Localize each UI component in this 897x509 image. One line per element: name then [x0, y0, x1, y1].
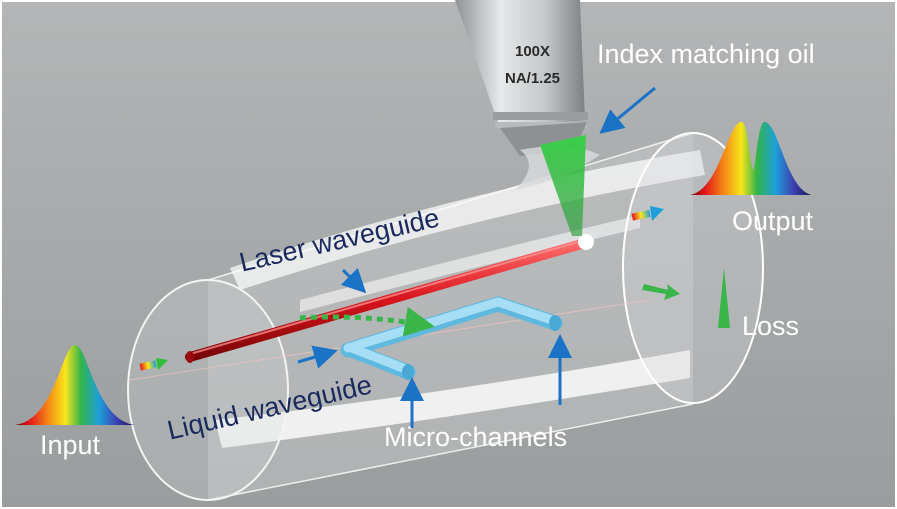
- objective-ring-2: [495, 122, 587, 128]
- green-light-path: [299, 306, 435, 337]
- output-light-arrow: [631, 206, 664, 221]
- label-index-matching-oil: Index matching oil: [597, 39, 815, 69]
- cylinder-bottom-edge: [207, 403, 694, 501]
- label-output: Output: [732, 206, 814, 236]
- objective-numerical-aperture: NA/1.25: [505, 70, 561, 87]
- loss-light-arrow: [642, 284, 680, 300]
- objective-magnification: 100X: [515, 43, 551, 60]
- cylinder-top-highlight: [230, 150, 705, 290]
- input-light-arrow: [139, 358, 168, 371]
- green-light-cone: [540, 135, 586, 236]
- cylinder-output-face: [622, 132, 764, 404]
- cylinder-top-edge: [207, 132, 694, 281]
- focal-spot: [578, 234, 594, 250]
- cylinder-input-face: [127, 279, 289, 501]
- loss-spike: [718, 268, 730, 328]
- objective-ring-1: [493, 112, 588, 120]
- label-micro-channels: Micro-channels: [384, 422, 568, 452]
- output-spectrum: [690, 121, 812, 195]
- arrow-liquid: [297, 345, 338, 369]
- arrow-oil: [599, 86, 656, 134]
- microscope-objective: [455, 0, 600, 236]
- rod-end-cap: [186, 351, 194, 363]
- micro-channels-structure: [340, 296, 563, 380]
- cylinder-bottom-highlight: [215, 350, 690, 448]
- label-loss: Loss: [742, 311, 800, 341]
- pointer-arrows: [297, 86, 656, 428]
- cylinder-mid-highlight: [300, 215, 640, 312]
- label-input: Input: [40, 430, 101, 460]
- arrow-laser: [340, 267, 367, 294]
- laser-waveguide-rod: [185, 234, 594, 363]
- input-spectrum: [15, 345, 135, 425]
